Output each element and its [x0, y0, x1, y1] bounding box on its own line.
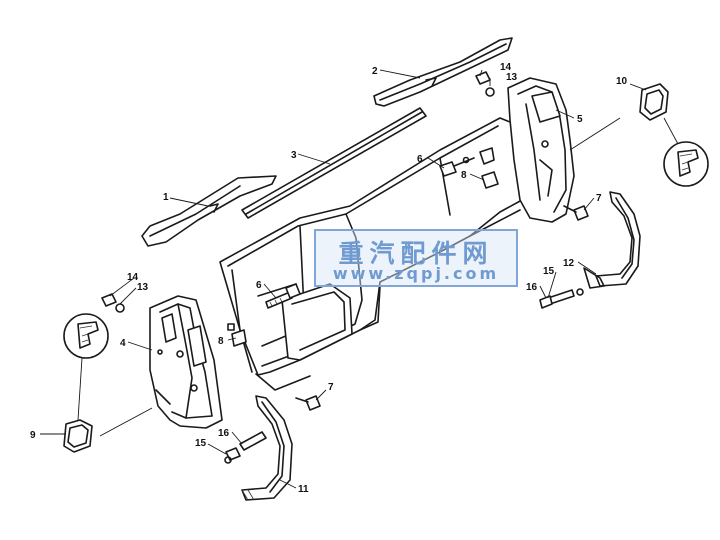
left-end-panel — [149, 295, 223, 429]
leader-lines — [40, 69, 647, 489]
trim-strip-2 — [373, 37, 513, 107]
nut-washer-right — [475, 71, 495, 97]
left-rubber-pad — [63, 419, 93, 453]
right-section-detail — [663, 117, 709, 187]
callout-2: 2 — [372, 66, 378, 77]
callout-labels: 1 2 3 4 5 6 6 7 7 8 8 9 10 11 12 13 13 1… — [30, 62, 628, 495]
bolt-16-right — [539, 288, 584, 309]
trim-strip-1 — [141, 175, 277, 247]
callout-8-left: 8 — [218, 336, 224, 347]
clip-8-left — [227, 323, 247, 347]
callout-3: 3 — [291, 150, 297, 161]
callout-12: 12 — [563, 258, 575, 269]
callout-10: 10 — [616, 76, 628, 87]
left-section-detail — [63, 313, 109, 421]
callout-1: 1 — [163, 192, 169, 203]
callout-15-right: 15 — [543, 266, 555, 277]
bolt-16-left — [224, 431, 267, 464]
callout-16-left: 16 — [218, 428, 230, 439]
bolt-7-right — [563, 205, 589, 221]
callout-9: 9 — [30, 430, 36, 441]
callout-11: 11 — [298, 484, 309, 495]
callout-7-right: 7 — [596, 193, 602, 204]
bolt-6-center — [265, 283, 301, 309]
watermark: 重汽配件网 www.zqpj.com — [314, 229, 518, 287]
callout-16-right: 16 — [526, 282, 538, 293]
callout-6-center: 6 — [256, 280, 262, 291]
callout-15-left: 15 — [195, 438, 207, 449]
right-rubber-pad — [639, 83, 669, 121]
callout-13-left: 13 — [137, 282, 149, 293]
clip-8-right — [479, 147, 499, 189]
callout-14-right: 14 — [500, 62, 512, 73]
bolt-6-right — [439, 156, 475, 177]
right-end-panel — [507, 77, 575, 223]
callout-13-right: 13 — [506, 72, 518, 83]
callout-7-left: 7 — [328, 382, 334, 393]
dashboard-body — [219, 117, 526, 391]
left-support-bracket — [241, 395, 293, 501]
callout-14-left: 14 — [127, 272, 139, 283]
watermark-url: www.zqpj.com — [332, 264, 500, 283]
trim-strip-3 — [241, 107, 427, 219]
callout-4: 4 — [120, 338, 126, 349]
callout-5: 5 — [577, 114, 583, 125]
bolt-7-left — [295, 395, 321, 411]
callout-6-right: 6 — [417, 154, 423, 165]
right-support-bracket — [583, 191, 641, 289]
callout-8-right: 8 — [461, 170, 467, 181]
watermark-title: 重汽配件网 — [338, 239, 494, 268]
